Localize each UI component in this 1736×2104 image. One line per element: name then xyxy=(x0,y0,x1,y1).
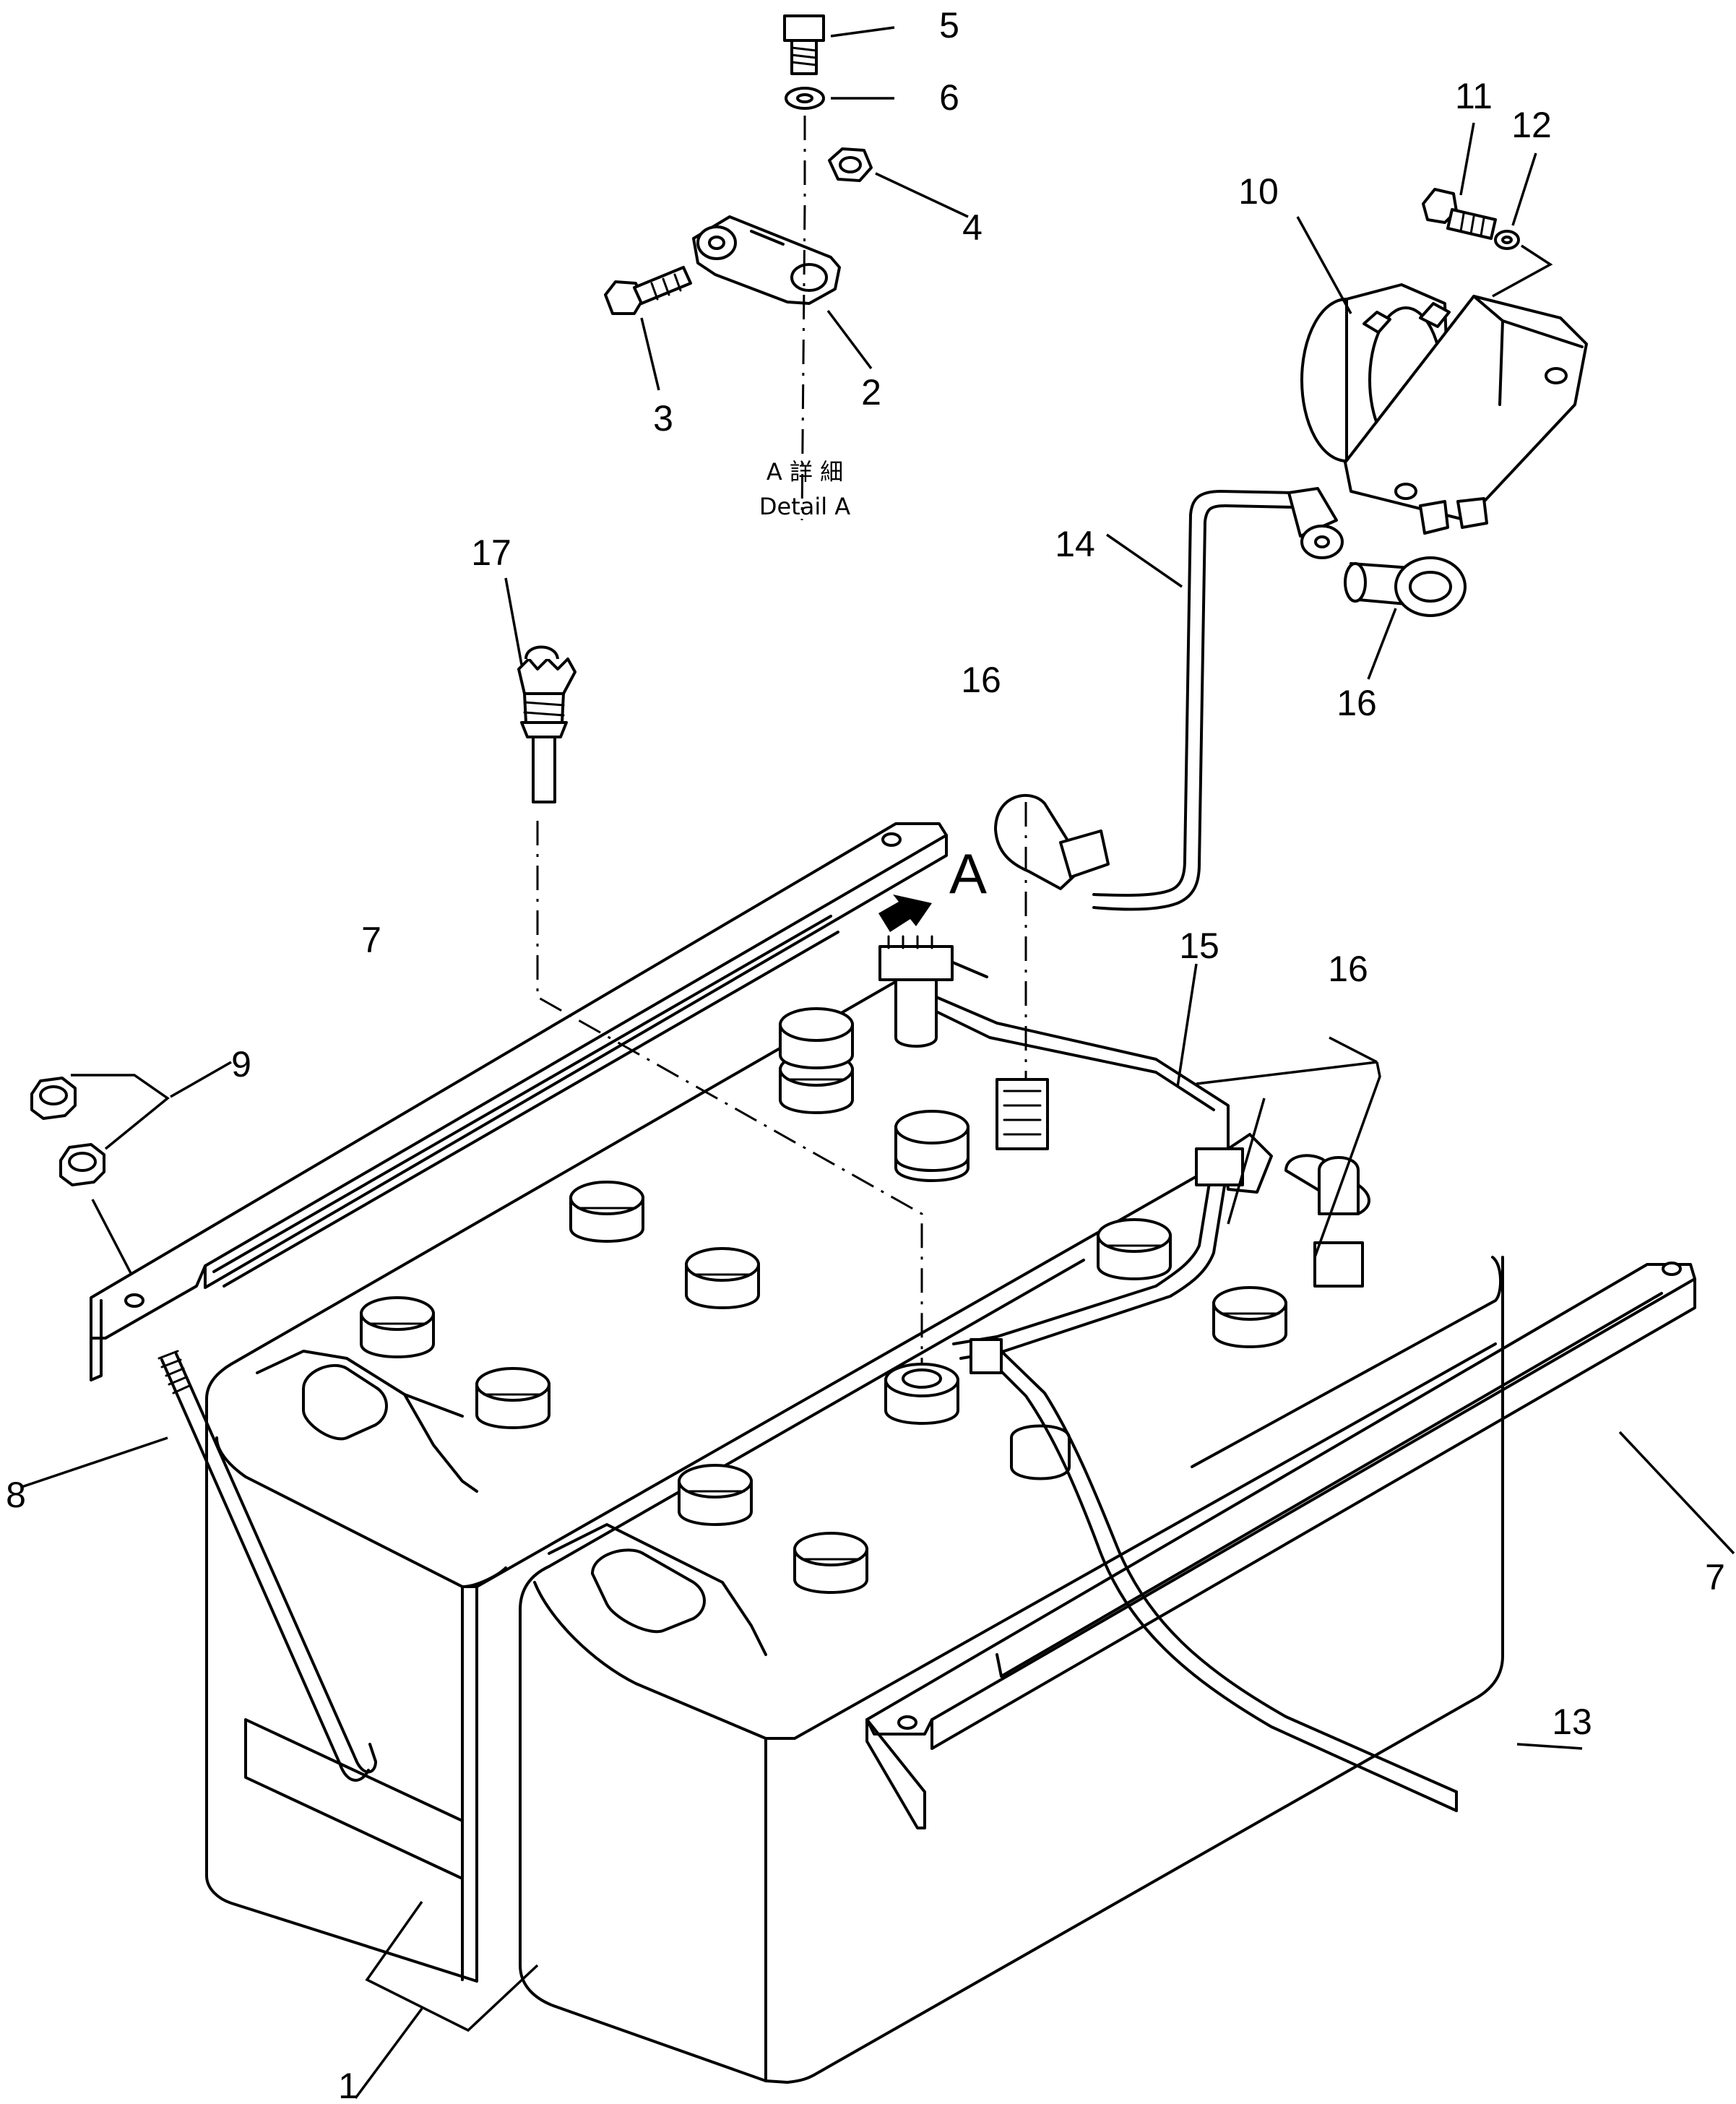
callout-17: 17 xyxy=(471,533,511,573)
callout-3: 3 xyxy=(653,398,673,439)
callout-6: 6 xyxy=(939,77,959,118)
callout-2: 2 xyxy=(861,372,881,413)
clamp-2-part xyxy=(692,215,841,305)
cable-15-part xyxy=(935,996,1230,1360)
callout-16-relay: 16 xyxy=(1336,683,1377,723)
callout-10: 10 xyxy=(1238,171,1279,212)
callout-8: 8 xyxy=(6,1475,26,1515)
hold-down-bar-7-rear xyxy=(90,822,948,1381)
washer-12-part xyxy=(1494,230,1520,250)
view-arrow-a-icon xyxy=(878,894,932,932)
detail-a-title-en: Detail A xyxy=(759,493,850,520)
hook-rod-8-part xyxy=(157,1350,377,1782)
terminal-boot-16-relay xyxy=(1344,556,1467,617)
battery-relay-10-part xyxy=(1300,283,1588,535)
callout-9: 9 xyxy=(231,1044,251,1085)
terminal-boot-16-a xyxy=(994,793,1110,890)
callout-15: 15 xyxy=(1179,926,1219,966)
battery-1-caps xyxy=(360,1052,970,1429)
callout-7-rear: 7 xyxy=(361,920,381,960)
detail-a-parts xyxy=(604,14,969,521)
detail-a-title-jp: A 詳 細 xyxy=(766,458,843,486)
cable-13-part xyxy=(970,1338,1458,1812)
nut-4-part xyxy=(828,147,873,182)
callout-7-front: 7 xyxy=(1705,1557,1725,1598)
nut-9-lower xyxy=(59,1143,105,1186)
terminal-boot-16-b xyxy=(1195,1133,1364,1288)
callout-5: 5 xyxy=(939,5,959,46)
bolt-11-part xyxy=(1422,188,1497,240)
hold-down-bar-7-front xyxy=(865,1262,1696,1829)
washer-6-part xyxy=(785,87,825,110)
vent-cap-17-part xyxy=(517,645,576,803)
battery-2-caps xyxy=(678,1007,1287,1594)
bolt-3-part xyxy=(604,266,692,315)
nut-9-upper xyxy=(30,1077,77,1120)
positive-terminal-a xyxy=(878,935,954,1048)
callout-11: 11 xyxy=(1455,76,1493,116)
view-marker-a: A xyxy=(949,842,987,905)
callout-4: 4 xyxy=(962,207,983,248)
negative-terminal-b xyxy=(996,1078,1049,1150)
callout-16-b: 16 xyxy=(1328,949,1368,989)
callout-14: 14 xyxy=(1055,524,1095,564)
battery-2-front xyxy=(519,1007,1504,2084)
callout-13: 13 xyxy=(1552,1702,1592,1742)
callout-12: 12 xyxy=(1511,105,1552,145)
callout-16-a: 16 xyxy=(961,660,1001,700)
cable-14-part xyxy=(1092,487,1344,911)
callout-1: 1 xyxy=(338,2066,358,2104)
bolt-5-part xyxy=(783,14,825,75)
